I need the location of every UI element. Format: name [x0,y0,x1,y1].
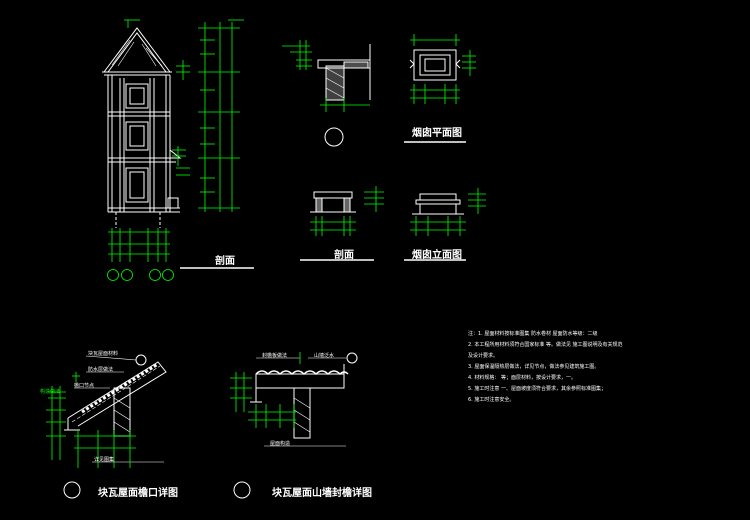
tower-section-drawing [102,27,182,228]
chimney-elevation-dims [410,188,486,236]
tower-section-title: 剖面 [215,256,235,267]
eave-note-4: 构造做法 [40,389,61,395]
eave-note-1: 块瓦屋面材料 [88,351,119,357]
note-line-6: 5. 施工时注意 一、屋面坡度须符合要求，其余参照标准图集； [468,386,606,392]
chimney-section-top [317,44,371,147]
chimney-section-bottom-dims [310,186,384,236]
gable-note-2: 山墙泛水 [314,353,335,359]
eave-note-2: 防水层做法 [88,367,114,373]
note-line-5: 4. 材料规格： 等；面层材料，按设计要求，一。 [468,375,576,381]
chimney-plan-drawing [409,49,461,81]
gable-note-3: 屋面构造 [270,441,291,447]
eave-detail-index-circle [63,481,81,499]
chimney-plan-dims [410,34,476,104]
note-line-3: 及设计要求。 [468,353,499,359]
eave-detail-title: 块瓦屋面檐口详图 [98,488,178,499]
note-line-7: 6. 施工时注意安全。 [468,397,515,403]
eave-detail-dims [46,372,136,468]
gable-note-1: 封檐板做法 [262,353,288,359]
note-line-4: 3. 屋面保温隔热层做法，详见节点，做法参见建筑施工图。 [468,364,600,370]
eave-note-3: 檐口节点 [74,383,95,389]
note-line-1: 注：1. 屋面材料按标准图集 防水卷材 屋面防水等级：二级 [468,331,598,337]
gable-detail-drawing [250,352,358,447]
tower-dimensions [107,19,244,281]
note-line-2: 2. 本工程所用材料须符合国家标准 等。做法见 施工图说明及有关规范 [468,342,623,348]
gable-detail-dims [230,352,301,428]
chimney-section-title: 剖面 [334,250,354,261]
eave-note-5: 详见图集 [94,457,115,463]
general-notes: 注：1. 屋面材料按标准图集 防水卷材 屋面防水等级：二级 2. 本工程所用材料… [468,330,738,404]
eave-detail-drawing [64,354,167,463]
chimney-elevation-title: 烟囱立面图 [412,250,462,261]
chimney-plan-title: 烟囱平面图 [412,128,462,139]
chimney-section-top-dims [282,40,370,112]
gable-detail-index-circle [233,481,251,499]
chimney-elevation-drawing [412,193,464,215]
gable-detail-title: 块瓦屋面山墙封檐详图 [272,488,372,499]
chimney-section-bottom [310,191,356,213]
